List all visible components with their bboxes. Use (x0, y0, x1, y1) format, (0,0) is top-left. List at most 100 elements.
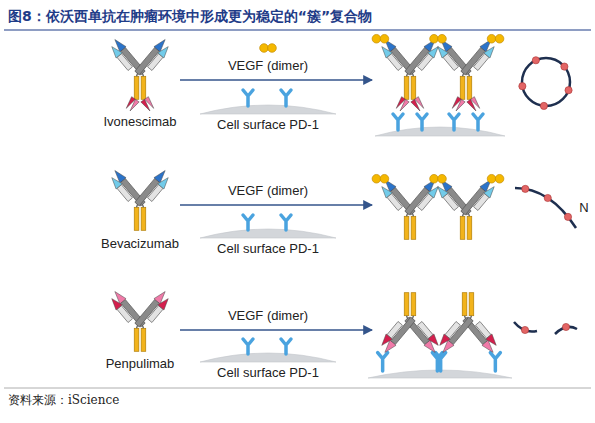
antibody-symbol (432, 37, 499, 112)
binding-domain (484, 184, 498, 198)
fab-arm (434, 312, 474, 355)
fc-chain (141, 76, 146, 99)
cluster-dot (565, 87, 572, 94)
binding-domain (109, 44, 123, 58)
binding-domain (437, 334, 451, 348)
fc-chain (411, 293, 416, 316)
vegf-monomer (430, 174, 439, 183)
light-chain (117, 185, 132, 202)
binding-domain (415, 97, 426, 110)
light-chain (148, 185, 163, 202)
vegf-monomer (495, 34, 504, 43)
fc-chain (469, 293, 474, 316)
light-chain (117, 306, 132, 323)
caption-rule (4, 388, 591, 389)
light-chain (148, 306, 163, 323)
binding-domain (435, 184, 449, 198)
antibody-symbol (376, 177, 443, 239)
vegf-monomer (487, 34, 496, 43)
chain-dot (522, 185, 529, 192)
label-text: Penpulimab (106, 356, 175, 371)
fc-chain (460, 76, 465, 99)
light-chain (443, 54, 458, 71)
scfv-domain (467, 97, 482, 113)
fragment-dot (521, 326, 528, 333)
fc-chain (134, 328, 139, 351)
fc-chain (462, 293, 467, 316)
vegf-monomer (380, 34, 389, 43)
fab-arm (134, 37, 174, 80)
vegf-monomer (372, 174, 381, 183)
scfv-domain (450, 97, 465, 113)
vegf-dimer (430, 34, 447, 43)
fc-chain (411, 76, 416, 99)
fab-arm (404, 177, 444, 220)
scfv-domain (394, 97, 409, 113)
binding-domain (428, 334, 442, 348)
fc-chain (134, 76, 139, 99)
binding-domain (145, 97, 156, 110)
label-text: Cell surface PD-1 (217, 241, 319, 256)
label-text: Ivonescimab (104, 114, 177, 129)
pd1-receptor (281, 339, 291, 354)
vegf-monomer (430, 34, 439, 43)
chain-arc (515, 188, 576, 228)
fc-chain (467, 216, 472, 239)
pd1-receptor (490, 353, 500, 371)
antibody-symbol (376, 293, 443, 355)
binding-domain (486, 334, 500, 348)
label-text: Bevacizumab (101, 236, 179, 251)
light-chain (443, 194, 458, 211)
antibody-symbol (432, 177, 499, 239)
vegf-monomer (372, 34, 381, 43)
fab-arm (460, 37, 500, 80)
binding-domain (471, 97, 482, 110)
fragment-dot (562, 323, 569, 330)
fc-chain (467, 76, 472, 99)
chain-dot (544, 194, 551, 201)
binding-domain (109, 296, 123, 310)
binding-domain (454, 99, 465, 112)
light-chain (117, 54, 132, 71)
light-chain (387, 321, 402, 338)
vegf-dimer (487, 174, 504, 183)
pd1-receptor (473, 114, 483, 130)
light-chain (418, 54, 433, 71)
fc-chain (404, 216, 409, 239)
antibody-symbol (106, 168, 173, 230)
vegf-dimer (260, 44, 277, 53)
vegf-monomer (438, 174, 447, 183)
fab-arm (404, 37, 444, 80)
pd1-receptor (243, 90, 253, 106)
pd1-receptor (243, 339, 253, 354)
scfv-domain (411, 97, 426, 113)
source-caption: 资料来源：iScience (8, 392, 119, 408)
fc-chain (141, 328, 146, 351)
binding-domain (379, 334, 393, 348)
pd1-receptor (243, 215, 253, 230)
light-chain (476, 321, 491, 338)
pd1-receptor (281, 90, 291, 106)
vegf-dimer (372, 174, 389, 183)
binding-domain (109, 175, 123, 189)
binding-domain (158, 44, 172, 58)
vegf-dimer (372, 34, 389, 43)
pd1-receptor (378, 353, 388, 371)
fab-arm (134, 289, 174, 332)
vegf-monomer (438, 34, 447, 43)
title-rule (4, 29, 591, 30)
light-chain (148, 54, 163, 71)
fab-arm (134, 168, 174, 211)
label-text: VEGF (dimer) (228, 183, 308, 198)
antibody-symbol (376, 37, 443, 112)
fc-chain (460, 216, 465, 239)
chain-dot (564, 213, 571, 220)
antibody-symbol (106, 289, 173, 351)
cluster-dot (532, 57, 539, 64)
binding-domain (398, 99, 409, 112)
binding-domain (158, 175, 172, 189)
vegf-dimer (487, 34, 504, 43)
cell-membrane (200, 105, 336, 114)
vegf-monomer (268, 44, 277, 53)
